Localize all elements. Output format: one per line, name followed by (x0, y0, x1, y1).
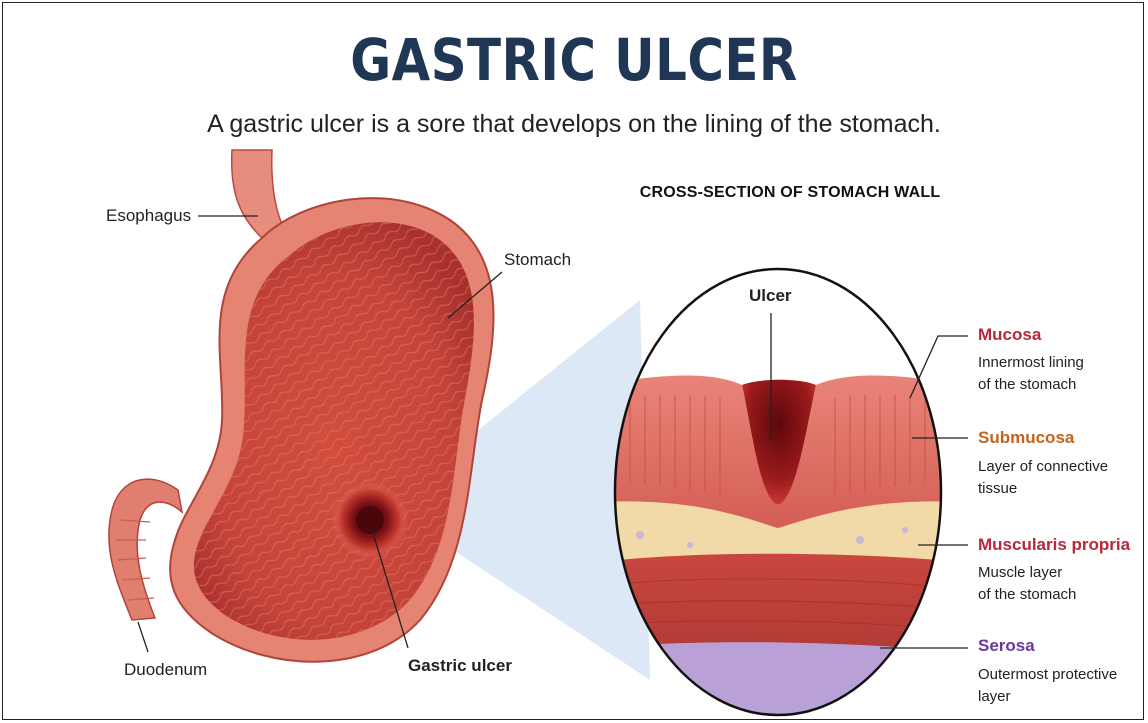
layer-desc-muscularis-line2: of the stomach (978, 584, 1148, 606)
layer-desc-muscularis-line1: Muscle layer (978, 562, 1148, 584)
layer-desc-submucosa-line1: Layer of connective (978, 456, 1148, 478)
layer-desc-mucosa: Innermost lining of the stomach (978, 352, 1148, 396)
layer-desc-submucosa-line2: tissue (978, 478, 1148, 500)
label-stomach: Stomach (504, 250, 571, 270)
layer-name-serosa: Serosa (978, 636, 1035, 656)
layer-name-submucosa: Submucosa (978, 428, 1074, 448)
cross-section-title: CROSS-SECTION OF STOMACH WALL (620, 184, 960, 202)
layer-name-mucosa: Mucosa (978, 325, 1041, 345)
label-gastric-ulcer: Gastric ulcer (408, 656, 512, 676)
layer-desc-mucosa-line1: Innermost lining (978, 352, 1148, 374)
layer-desc-submucosa: Layer of connective tissue (978, 456, 1148, 500)
cross-section-oval (600, 260, 960, 723)
label-esophagus: Esophagus (106, 206, 191, 226)
layer-desc-mucosa-line2: of the stomach (978, 374, 1148, 396)
layer-name-muscularis: Muscularis propria (978, 535, 1130, 555)
layer-desc-serosa-line1: Outermost protective (978, 664, 1148, 686)
layer-desc-muscularis: Muscle layer of the stomach (978, 562, 1148, 606)
label-ulcer: Ulcer (749, 286, 792, 306)
label-duodenum: Duodenum (124, 660, 207, 680)
layer-desc-serosa-line2: layer (978, 686, 1148, 708)
layer-desc-serosa: Outermost protective layer (978, 664, 1148, 708)
